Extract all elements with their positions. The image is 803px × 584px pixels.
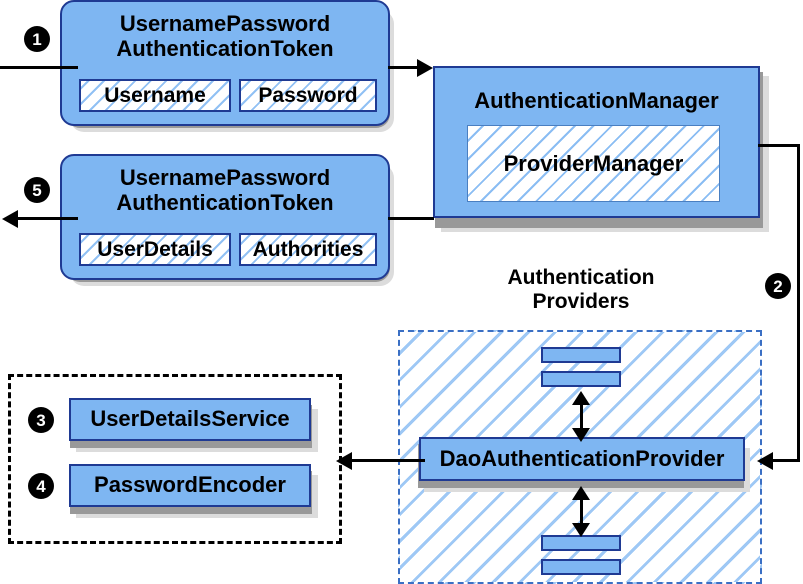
authentication-manager-label: AuthenticationManager (474, 88, 719, 113)
other-provider-bar-top-2[interactable] (541, 371, 621, 387)
user-details-service-box[interactable]: UserDetailsService (69, 398, 311, 441)
connector-dao-down (580, 491, 583, 527)
request-token-slot-username[interactable]: Username (79, 79, 231, 112)
response-token-title-line2: AuthenticationToken (116, 190, 334, 216)
connector-manager-down (797, 144, 800, 461)
response-token-title-line1: UsernamePassword (119, 165, 331, 190)
connector-dao-to-collaborators (349, 459, 425, 462)
response-token-slot-authorities[interactable]: Authorities (239, 233, 377, 266)
connector-manager-to-response (388, 217, 434, 220)
badge-step-1: 1 (24, 26, 50, 52)
arrow-dao-down-head-icon (572, 486, 590, 500)
arrow-dao-up-tail-icon (572, 428, 590, 442)
arrow-token-to-manager-icon (417, 59, 433, 77)
connector-dao-up (580, 396, 583, 432)
response-token-card[interactable]: UsernamePassword AuthenticationToken Use… (60, 154, 390, 280)
other-provider-bar-top-1[interactable] (541, 347, 621, 363)
response-token-slot-userdetails[interactable]: UserDetails (79, 233, 231, 266)
arrow-dao-to-collaborators-icon (336, 452, 352, 470)
response-token-title: UsernamePassword AuthenticationToken (62, 165, 388, 215)
other-provider-bar-bottom-2[interactable] (541, 559, 621, 575)
request-token-title-line1: UsernamePassword (119, 11, 331, 36)
badge-step-3: 3 (28, 407, 54, 433)
arrow-into-dao-icon (757, 452, 773, 470)
request-token-title-line2: AuthenticationToken (116, 36, 334, 62)
request-token-card[interactable]: UsernamePassword AuthenticationToken Use… (60, 0, 390, 126)
connector-request-in (0, 66, 78, 69)
arrow-dao-up-icon (572, 391, 590, 405)
password-encoder-box[interactable]: PasswordEncoder (69, 464, 311, 507)
other-provider-bar-bottom-1[interactable] (541, 535, 621, 551)
dao-authentication-provider-box[interactable]: DaoAuthenticationProvider (419, 437, 745, 481)
connector-manager-right (758, 144, 800, 147)
authentication-providers-caption-line2: Providers (532, 290, 630, 314)
connector-into-dao (770, 459, 800, 462)
connector-response-out (16, 217, 78, 220)
request-token-title: UsernamePassword AuthenticationToken (62, 11, 388, 61)
authentication-providers-caption-line1: Authentication (507, 266, 655, 289)
connector-token-to-manager (388, 66, 428, 69)
request-token-slot-password[interactable]: Password (239, 79, 377, 112)
badge-step-4: 4 (28, 473, 54, 499)
badge-step-5: 5 (24, 177, 50, 203)
arrow-response-out-icon (2, 210, 18, 228)
arrow-dao-down-icon (572, 523, 590, 537)
badge-step-2: 2 (765, 273, 791, 299)
provider-manager-box[interactable]: ProviderManager (467, 125, 720, 202)
authentication-providers-caption: Authentication Providers (470, 266, 692, 314)
